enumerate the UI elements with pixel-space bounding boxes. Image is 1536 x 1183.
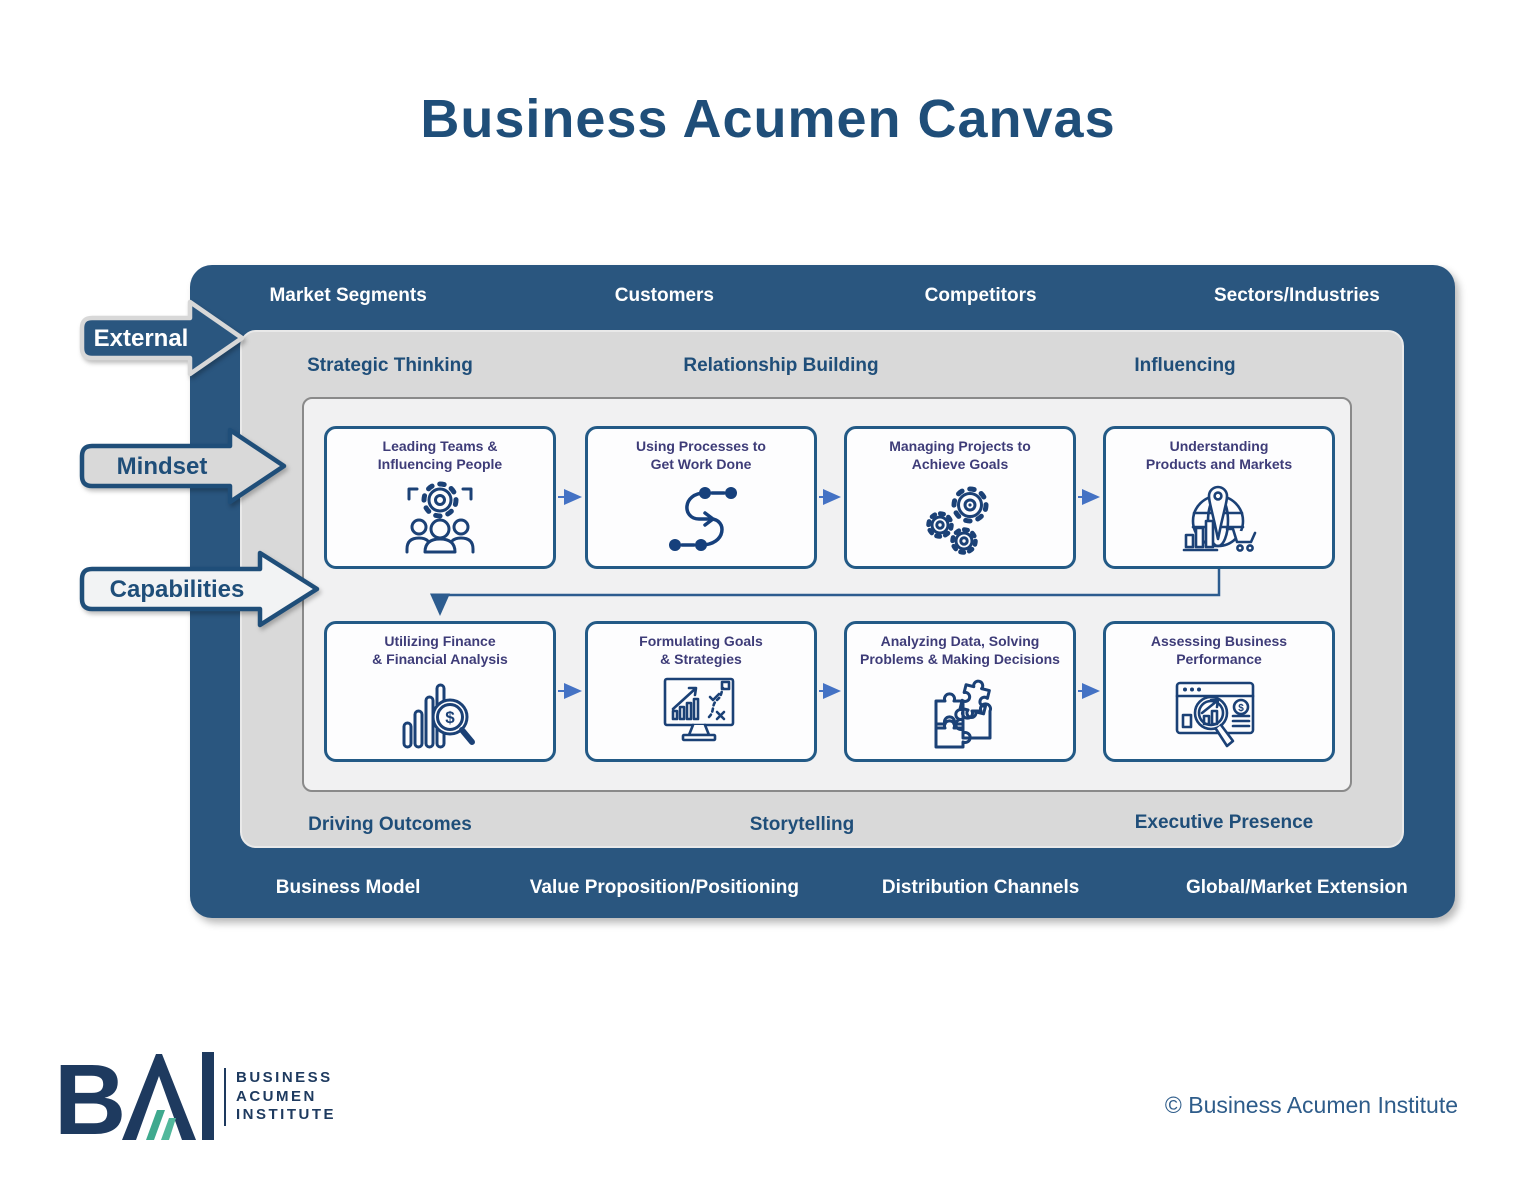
svg-text:$: $	[445, 708, 455, 727]
logo-wordmark: BUSINESS ACUMEN INSTITUTE	[236, 1069, 336, 1125]
mindset-arrow: Mindset	[79, 427, 287, 505]
svg-text:$: $	[1238, 703, 1244, 714]
performance-audit-icon: $	[1175, 681, 1255, 748]
capability-card-formulating-goals: Formulating Goals & Strategies	[585, 621, 817, 762]
process-flow-icon	[669, 486, 737, 551]
card-title: Using Processes to Get Work Done	[636, 438, 766, 472]
bai-logo: B BUSINESS ACUMEN INSTITUTE	[58, 1052, 336, 1142]
logo-word-institute: INSTITUTE	[236, 1106, 336, 1124]
outer-ring-label-customers: Customers	[614, 285, 714, 306]
svg-text:B: B	[58, 1052, 126, 1142]
capability-card-using-processes: Using Processes to Get Work Done	[585, 426, 817, 569]
capability-card-utilizing-finance: Utilizing Finance & Financial Analysis $	[324, 621, 556, 762]
bai-logo-mark: B	[58, 1052, 214, 1142]
copyright-text: © Business Acumen Institute	[1164, 1092, 1458, 1118]
flow-elbow-row1-to-row2	[430, 569, 1221, 616]
capabilities-arrow: Capabilities	[79, 550, 320, 628]
logo-teal-slash-1	[146, 1110, 165, 1140]
capability-card-assessing-performance: Assessing Business Performance $	[1103, 621, 1335, 762]
capability-card-leading-teams: Leading Teams & Influencing People	[324, 426, 556, 569]
puzzle-icon	[934, 679, 992, 749]
team-gear-icon	[405, 481, 475, 554]
mindset-ring-panel: Strategic Thinking Relationship Building…	[240, 330, 1404, 848]
capability-card-understanding-products: Understanding Products and Markets	[1103, 426, 1335, 569]
mindset-label-influencing: Influencing	[1134, 355, 1236, 376]
capability-card-managing-projects: Managing Projects to Achieve Goals	[844, 426, 1076, 569]
outer-ring-label-business-model: Business Model	[275, 877, 421, 898]
mindset-label-relationship-building: Relationship Building	[683, 355, 879, 376]
card-title: Formulating Goals & Strategies	[639, 633, 763, 667]
outer-ring-panel: Market Segments Customers Competitors Se…	[190, 265, 1455, 918]
outer-ring-bottom-row: Business Model Value Proposition/Positio…	[190, 877, 1455, 899]
logo-divider	[224, 1068, 226, 1126]
capabilities-arrow-label: Capabilities	[110, 576, 245, 603]
card-title: Analyzing Data, Solving Problems & Makin…	[860, 633, 1060, 667]
capability-card-analyzing-data: Analyzing Data, Solving Problems & Makin…	[844, 621, 1076, 762]
external-arrow-label: External	[94, 325, 189, 352]
mindset-label-executive-presence: Executive Presence	[1134, 812, 1314, 833]
outer-ring-label-sectors-industries: Sectors/Industries	[1213, 285, 1380, 306]
gears-icon	[926, 486, 989, 555]
card-title: Understanding Products and Markets	[1145, 438, 1293, 472]
outer-ring-label-market-segments: Market Segments	[269, 285, 427, 306]
mindset-label-strategic-thinking: Strategic Thinking	[307, 355, 473, 376]
outer-ring-label-distribution-channels: Distribution Channels	[881, 877, 1080, 898]
card-title: Managing Projects to Achieve Goals	[889, 438, 1031, 472]
logo-letter-i	[202, 1052, 214, 1140]
outer-ring-label-value-proposition: Value Proposition/Positioning	[529, 877, 799, 898]
logo-word-business: BUSINESS	[236, 1068, 333, 1086]
mindset-arrow-label: Mindset	[117, 453, 208, 480]
logo-letter-a	[122, 1054, 196, 1140]
mindset-label-driving-outcomes: Driving Outcomes	[308, 814, 472, 835]
card-title: Utilizing Finance & Financial Analysis	[372, 633, 508, 667]
page-title: Business Acumen Canvas	[420, 89, 1116, 149]
globe-market-icon	[1182, 485, 1257, 552]
external-arrow: External	[79, 299, 245, 377]
logo-word-acumen: ACUMEN	[236, 1087, 317, 1105]
outer-ring-label-global-market-extension: Global/Market Extension	[1186, 877, 1408, 898]
capabilities-panel: Leading Teams & Influencing People	[302, 397, 1352, 792]
strategy-monitor-icon	[663, 677, 735, 742]
card-title: Assessing Business Performance	[1150, 633, 1288, 667]
card-title: Leading Teams & Influencing People	[377, 438, 503, 472]
logo-teal-slash-2	[161, 1118, 176, 1140]
outer-ring-label-competitors: Competitors	[924, 285, 1037, 306]
finance-magnifier-icon: $	[402, 683, 475, 749]
outer-ring-top-row: Market Segments Customers Competitors Se…	[190, 285, 1455, 307]
mindset-label-storytelling: Storytelling	[749, 814, 855, 835]
